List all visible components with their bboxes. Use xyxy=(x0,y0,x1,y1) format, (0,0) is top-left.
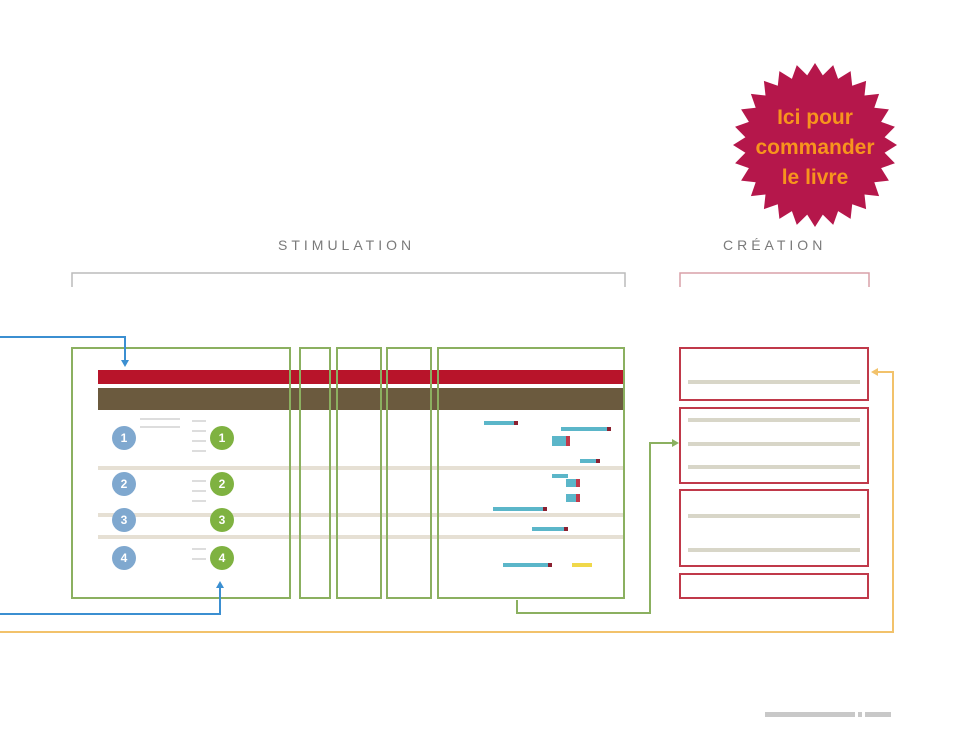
green-step-4: 4 xyxy=(210,546,234,570)
stimulation-table xyxy=(98,370,623,567)
blue-step-1: 1 xyxy=(112,426,136,450)
stimulation-box-gantt xyxy=(437,347,625,599)
order-book-badge[interactable] xyxy=(733,63,897,227)
stimulation-box-col1 xyxy=(299,347,331,599)
badge-line-2[interactable]: commander xyxy=(755,136,875,159)
stimulation-heading: STIMULATION xyxy=(278,237,416,253)
blue-connector-top xyxy=(0,336,126,362)
page-footer xyxy=(765,704,905,717)
stimulation-bracket xyxy=(71,272,626,287)
blue-step-4: 4 xyxy=(112,546,136,570)
stimulation-box-main xyxy=(71,347,291,599)
creation-bracket xyxy=(679,272,870,287)
blue-step-3: 3 xyxy=(112,508,136,532)
stimulation-box-col2 xyxy=(336,347,382,599)
creation-heading: CRÉATION xyxy=(723,237,827,253)
green-step-3: 3 xyxy=(210,508,234,532)
green-step-2: 2 xyxy=(210,472,234,496)
creation-forms xyxy=(679,347,869,599)
blue-connector-bottom xyxy=(0,586,221,615)
green-connector xyxy=(516,442,674,614)
order-book-badge-text[interactable]: Ici pour commander le livre xyxy=(735,103,895,193)
badge-line-3[interactable]: le livre xyxy=(781,166,849,189)
orange-connector xyxy=(0,371,894,633)
green-step-1: 1 xyxy=(210,426,234,450)
blue-step-2: 2 xyxy=(112,472,136,496)
stimulation-box-col3 xyxy=(386,347,432,599)
badge-line-1[interactable]: Ici pour xyxy=(777,106,853,129)
